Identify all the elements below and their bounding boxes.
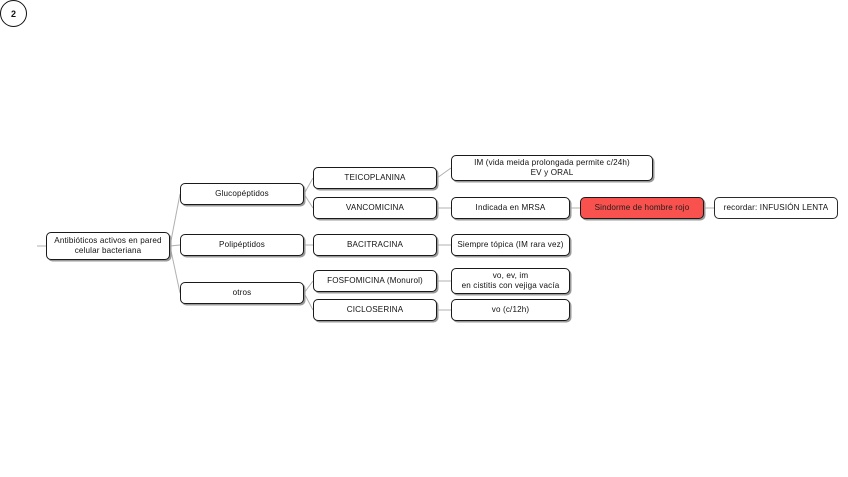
group-node-otros[interactable]: otros [180, 282, 304, 304]
adverse-effect-node[interactable]: Sindorme de hombre rojo [580, 197, 704, 219]
note-node-cicloserina[interactable]: vo (c/12h) [451, 299, 570, 321]
drug-node-cicloserina-label: CICLOSERINA [346, 305, 404, 315]
note-node-fosfomicina-label: vo, ev, im en cistitis con vejiga vacía [456, 271, 565, 291]
note-node-bacitracina-label: Siempre tópica (IM rara vez) [457, 240, 564, 250]
drug-node-fosfomicina-label: FOSFOMICINA (Monurol) [327, 276, 423, 286]
root-node-label: Antibióticos activos en pared celular ba… [51, 236, 165, 256]
drug-node-bacitracina-label: BACITRACINA [346, 240, 404, 250]
reminder-node[interactable]: recordar: INFUSIÓN LENTA [714, 197, 838, 219]
note-teicoplanina-line-2: EV y ORAL [530, 168, 574, 177]
drug-node-fosfomicina[interactable]: FOSFOMICINA (Monurol) [313, 270, 437, 292]
drug-node-cicloserina[interactable]: CICLOSERINA [313, 299, 437, 321]
root-node-line-1: Antibióticos activos en pared [54, 236, 162, 246]
root-node[interactable]: Antibióticos activos en pared celular ba… [46, 232, 170, 260]
drug-node-vancomicina-label: VANCOMICINA [345, 203, 405, 213]
adverse-effect-label: Sindorme de hombre rojo [594, 203, 690, 213]
note-node-vancomicina[interactable]: Indicada en MRSA [451, 197, 570, 219]
note-fosfomicina-line-1: vo, ev, im [492, 271, 529, 281]
drug-node-teicoplanina-label: TEICOPLANINA [344, 173, 406, 183]
root-number-badge: 2 [0, 0, 27, 27]
drug-node-vancomicina[interactable]: VANCOMICINA [313, 197, 437, 219]
group-node-otros-label: otros [232, 288, 252, 298]
note-fosfomicina-line-2: en cistitis con vejiga vacía [461, 281, 560, 290]
note-node-teicoplanina[interactable]: IM (vida meida prolongada permite c/24h)… [451, 155, 653, 181]
group-node-glucopeptidos[interactable]: Glucopéptidos [180, 183, 304, 205]
root-node-line-2: celular bacteriana [74, 246, 142, 255]
root-number-label: 2 [10, 8, 16, 19]
note-node-fosfomicina[interactable]: vo, ev, im en cistitis con vejiga vacía [451, 268, 570, 294]
drug-node-teicoplanina[interactable]: TEICOPLANINA [313, 167, 437, 189]
note-node-cicloserina-label: vo (c/12h) [491, 305, 530, 315]
group-node-glucopeptidos-label: Glucopéptidos [215, 189, 269, 199]
note-teicoplanina-line-1: IM (vida meida prolongada permite c/24h) [474, 158, 630, 168]
note-node-bacitracina[interactable]: Siempre tópica (IM rara vez) [451, 234, 570, 256]
note-node-vancomicina-label: Indicada en MRSA [475, 203, 546, 213]
reminder-label: recordar: INFUSIÓN LENTA [723, 203, 829, 213]
note-node-teicoplanina-label: IM (vida meida prolongada permite c/24h)… [456, 158, 648, 178]
group-node-polipeptidos[interactable]: Polipéptidos [180, 234, 304, 256]
drug-node-bacitracina[interactable]: BACITRACINA [313, 234, 437, 256]
group-node-polipeptidos-label: Polipéptidos [219, 240, 265, 250]
